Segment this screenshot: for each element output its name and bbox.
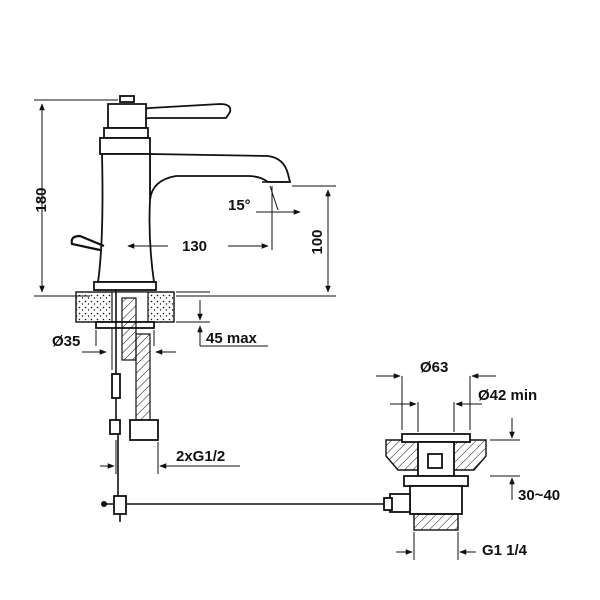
- handle-knob: [119, 95, 135, 103]
- spout: [149, 153, 292, 201]
- body-column: [96, 153, 156, 283]
- handle-collar: [103, 127, 149, 139]
- label-waste-diameter: Ø63: [420, 359, 448, 376]
- dimension-lines: [34, 99, 520, 560]
- label-deck-thickness: 45 max: [206, 330, 258, 347]
- popup-rod: [101, 434, 390, 522]
- label-spout-reach: 130: [182, 238, 207, 255]
- waste-assembly: [383, 433, 487, 531]
- base-flange: [93, 281, 157, 291]
- body-collar: [99, 137, 151, 155]
- label-spout-angle: 15°: [228, 197, 251, 214]
- label-spout-height: 100: [309, 229, 326, 254]
- waste-body: [409, 485, 463, 515]
- label-height-180: 180: [33, 187, 50, 212]
- label-hole-diameter: Ø35: [52, 333, 80, 350]
- faucet-body: [70, 95, 292, 291]
- popup-lever: [70, 234, 105, 252]
- waste-flange: [401, 433, 471, 443]
- label-hoses: 2xG1/2: [176, 448, 225, 465]
- supply-hoses: [109, 290, 159, 441]
- hose-nut: [129, 419, 159, 441]
- waste-thread: [413, 513, 459, 531]
- label-basin-hole: Ø42 min: [478, 387, 537, 404]
- label-waste-thread: G1 1/4: [482, 542, 528, 559]
- handle-base: [107, 103, 147, 129]
- label-basin-thickness: 30~40: [518, 487, 560, 504]
